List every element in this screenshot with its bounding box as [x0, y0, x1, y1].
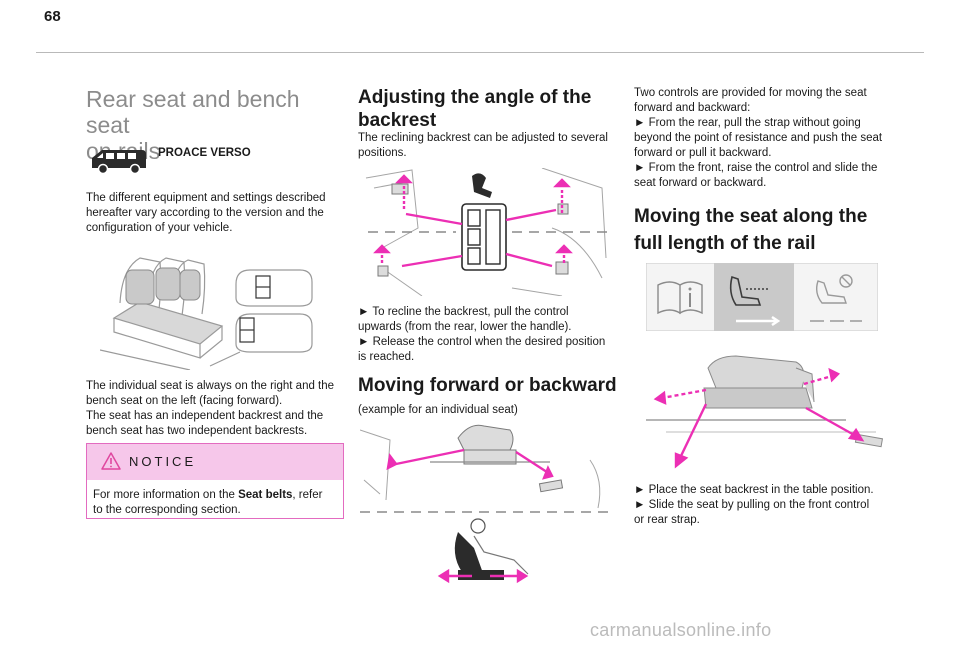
- rail-slide-illustration: [646, 348, 890, 474]
- col2-section2-sub: (example for an individual seat): [358, 404, 518, 416]
- col3-step-line: ► Slide the seat by pulling on the front…: [634, 499, 870, 511]
- model-label: PROACE VERSO: [158, 147, 251, 159]
- notice-body-post: , refer: [292, 489, 323, 501]
- col3-intro-line: Two controls are provided for moving the…: [634, 87, 867, 99]
- col2-title: Adjusting the angle of the backrest: [358, 86, 620, 132]
- col2-title-line1: Adjusting the angle of the: [358, 87, 592, 108]
- notice-body: For more information on the Seat belts, …: [93, 488, 337, 518]
- col2-intro: The reclining backrest can be adjusted t…: [358, 131, 620, 161]
- col3-steps: ► Place the seat backrest in the table p…: [634, 483, 896, 528]
- van-icon: [92, 150, 146, 175]
- col1-seat-text: The individual seat is always on the rig…: [86, 379, 348, 439]
- notice-body-line2: to the corresponding section.: [93, 504, 241, 516]
- col2-title-line2: backrest: [358, 110, 437, 131]
- seat-text-line: bench seat on the left (facing forward).: [86, 395, 283, 407]
- col2-intro-line: positions.: [358, 147, 407, 159]
- col3-title: Moving the seat along the full length of…: [634, 205, 902, 255]
- col1-intro-line: The different equipment and settings des…: [86, 192, 326, 204]
- col1-title: Rear seat and bench seat on rails: [86, 86, 346, 164]
- col1-intro: The different equipment and settings des…: [86, 191, 348, 236]
- book-info-icon: [657, 281, 703, 315]
- col3-intro-line: ► From the rear, pull the strap without …: [634, 117, 861, 129]
- col3-title-line2: full length of the rail: [634, 233, 816, 254]
- col2-section2-title: Moving forward or backward: [358, 375, 617, 396]
- page-number: 68: [44, 8, 61, 25]
- seat-disabled-icon: [810, 274, 862, 322]
- col2-steps: ► To recline the backrest, pull the cont…: [358, 305, 620, 365]
- col3-intro-line: forward and backward:: [634, 102, 751, 114]
- seat-text-line: The individual seat is always on the rig…: [86, 380, 335, 392]
- col3-intro-line: forward or pull it backward.: [634, 147, 772, 159]
- col2-intro-line: The reclining backrest can be adjusted t…: [358, 132, 608, 144]
- icon-strip: [646, 263, 878, 331]
- watermark: carmanualsonline.info: [590, 620, 772, 640]
- warning-triangle-icon: [101, 452, 121, 470]
- col3-intro-line: beyond the point of resistance and push …: [634, 132, 883, 144]
- seat-text-line: The seat has an independent backrest and…: [86, 410, 324, 422]
- seat-slide-icon: [729, 275, 781, 327]
- col2-step-line: ► To recline the backrest, pull the cont…: [358, 306, 569, 318]
- col3-intro-line: ► From the front, raise the control and …: [634, 162, 878, 174]
- col2-step-line: ► Release the control when the desired p…: [358, 336, 606, 348]
- col1-intro-line: hereafter vary according to the version …: [86, 207, 324, 219]
- header-rule: [36, 52, 924, 53]
- forward-backward-illustration: [360, 420, 612, 586]
- col2-step-line: is reached.: [358, 351, 415, 363]
- col2-step-line: upwards (from the rear, lower the handle…: [358, 321, 572, 333]
- seat-bench-illustration: [100, 248, 318, 370]
- col3-intro: Two controls are provided for moving the…: [634, 86, 896, 191]
- notice-box: NOTICE For more information on the Seat …: [86, 443, 344, 519]
- notice-body-pre: For more information on the: [93, 489, 239, 501]
- col3-intro-line: seat forward or backward.: [634, 177, 767, 189]
- notice-header: NOTICE: [87, 444, 343, 480]
- col3-title-line1: Moving the seat along the: [634, 206, 868, 227]
- recline-illustration: [362, 168, 612, 296]
- col1-title-line1: Rear seat and bench seat: [86, 86, 300, 138]
- col3-step-line: ► Place the seat backrest in the table p…: [634, 484, 874, 496]
- col3-step-line: or rear strap.: [634, 514, 700, 526]
- notice-link-text: Seat belts: [238, 489, 293, 501]
- seat-text-line: bench seat has two independent backrests…: [86, 425, 308, 437]
- notice-title: NOTICE: [129, 454, 197, 469]
- col1-intro-line: configuration of your vehicle.: [86, 222, 233, 234]
